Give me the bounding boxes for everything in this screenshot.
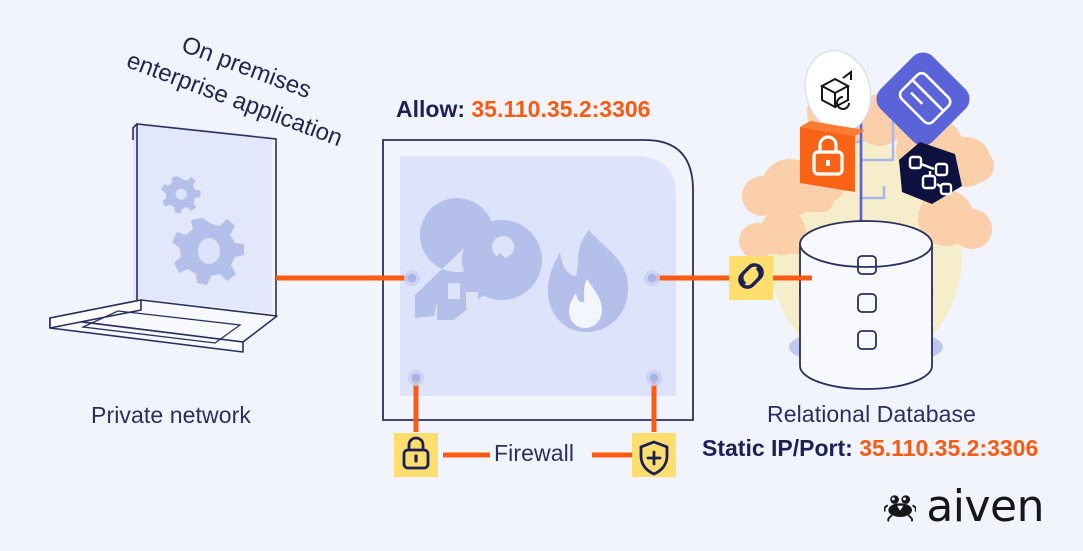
network-nodes-icon [908,155,953,196]
private-network-label: Private network [91,402,252,428]
flame-icon [548,230,628,332]
static-prefix: Static IP/Port: [702,435,853,461]
key-icon-body [437,220,542,320]
aiven-logo: aiven [884,481,1044,533]
aiven-wordmark: aiven [926,481,1044,532]
node-firewall-right [644,270,660,286]
link-badge [729,256,773,300]
lock-icon [812,135,844,176]
shield-plus-icon [639,440,669,476]
allow-prefix: Allow: [396,96,465,122]
cube-3d-icon [819,70,852,110]
static-value: 35.110.35.2:3306 [859,435,1039,461]
database-title: Relational Database [767,401,977,427]
allow-rule-label: Allow: 35.110.35.2:3306 [396,96,650,123]
gears-icon [161,176,244,285]
cloud-bottom-left [739,209,806,259]
allow-value: 35.110.35.2:3306 [471,96,651,122]
tile-network [899,142,962,204]
aiven-crab-logo [884,495,917,522]
tile-lock [800,121,865,192]
card-window-icon [898,71,952,125]
shield-badge [632,433,676,477]
node-firewall-left [404,270,420,286]
laptop-hinge [132,123,138,140]
firewall-outline [382,139,694,421]
database-cylinder-icon [799,220,933,390]
chain-link-icon [738,263,764,289]
connection-nodes [404,270,662,386]
node-firewall-bottom-right [646,370,662,386]
firewall-label: Firewall [494,440,575,466]
laptop-screen-fill [133,122,272,313]
lock-badge [394,433,438,477]
tile-card [876,52,970,146]
laptop-trackpad [80,310,242,344]
lock-icon [402,436,430,470]
node-firewall-bottom-left [408,370,424,386]
database-static-ip-label: Static IP/Port: 35.110.35.2:3306 [702,435,1038,462]
